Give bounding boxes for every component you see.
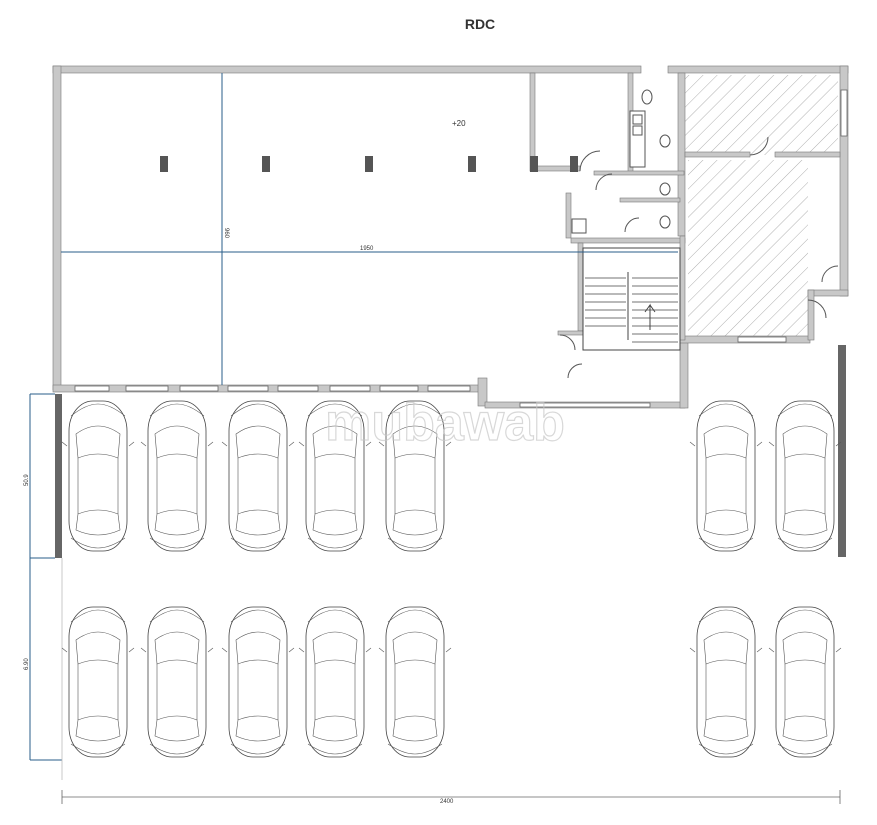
parked-car: [689, 606, 763, 758]
parked-car: [298, 606, 372, 758]
dim-left-upper: 50.9: [24, 474, 30, 486]
parked-car: [140, 606, 214, 758]
sanitary-fixtures: [571, 89, 671, 234]
parked-car: [61, 606, 135, 758]
dim-vertical-main: 960: [223, 228, 229, 239]
hatched-room-top: [685, 75, 838, 155]
parked-car: [140, 400, 214, 552]
parked-car: [768, 606, 842, 758]
windows: [55, 89, 848, 558]
parked-car: [378, 606, 452, 758]
staircase: [582, 247, 681, 351]
parked-car: [221, 400, 295, 552]
hatched-room-bottom: [688, 160, 808, 337]
dim-bottom-total: 2400: [440, 799, 454, 805]
parking-spaces: [61, 400, 842, 758]
door-swings: [559, 136, 839, 379]
dim-horizontal-main: 1950: [360, 246, 374, 252]
parked-car: [61, 400, 135, 552]
dim-left-lower: 6.90: [24, 658, 30, 670]
dimension-lines: [29, 73, 841, 804]
parked-car: [768, 400, 842, 552]
level-label: +20: [452, 119, 466, 128]
parked-car: [221, 606, 295, 758]
plan-title: RDC: [464, 16, 496, 32]
parked-car: [689, 400, 763, 552]
columns: [160, 156, 578, 172]
interior-walls: [529, 72, 841, 341]
watermark-text: mubawab: [325, 394, 565, 452]
